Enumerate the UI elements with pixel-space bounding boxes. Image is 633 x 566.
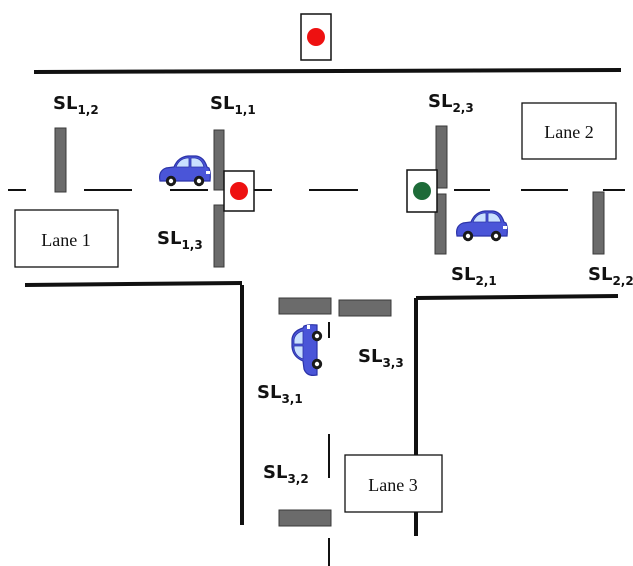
label-sl-3-2: SL3,2 <box>263 462 309 486</box>
label-sl-1-2: SL1,2 <box>53 93 99 117</box>
car-icon <box>291 324 323 376</box>
stop-line-sl-1-3 <box>213 204 225 268</box>
traffic-light-icon <box>300 13 332 61</box>
road-edge-left-lower <box>24 281 243 287</box>
car-icon <box>159 155 211 187</box>
label-sl-1-1: SL1,1 <box>210 93 256 117</box>
stop-line-sl-1-2 <box>54 127 67 193</box>
stop-line-sl-3-3 <box>338 299 392 317</box>
road-edge-top <box>33 68 622 74</box>
label-sl-3-3: SL3,3 <box>358 346 404 370</box>
label-sl-2-2: SL2,2 <box>588 264 633 288</box>
car-icon <box>456 210 508 242</box>
road-edge-right-lower <box>415 294 619 300</box>
lane-2-label: Lane 2 <box>544 122 593 142</box>
label-sl-3-1: SL3,1 <box>257 382 303 406</box>
lane-3-label: Lane 3 <box>368 475 417 495</box>
lane-2-box: Lane 2 <box>521 102 617 160</box>
lane-1-box: Lane 1 <box>14 209 119 268</box>
traffic-light-icon <box>223 170 255 212</box>
lane-3-box: Lane 3 <box>344 454 443 513</box>
label-sl-2-3: SL2,3 <box>428 91 474 115</box>
stop-line-sl-3-1 <box>278 297 332 315</box>
label-sl-2-1: SL2,1 <box>451 264 497 288</box>
stop-line-sl-2-1 <box>434 193 447 255</box>
stop-line-sl-3-2 <box>278 509 332 527</box>
lane-1-label: Lane 1 <box>41 230 90 250</box>
traffic-light-icon <box>406 169 438 213</box>
stop-line-sl-2-3 <box>435 125 448 189</box>
stop-lines <box>54 125 605 527</box>
stop-line-sl-1-1 <box>213 129 225 191</box>
stop-line-sl-2-2 <box>592 191 605 255</box>
label-sl-1-3: SL1,3 <box>157 228 203 252</box>
